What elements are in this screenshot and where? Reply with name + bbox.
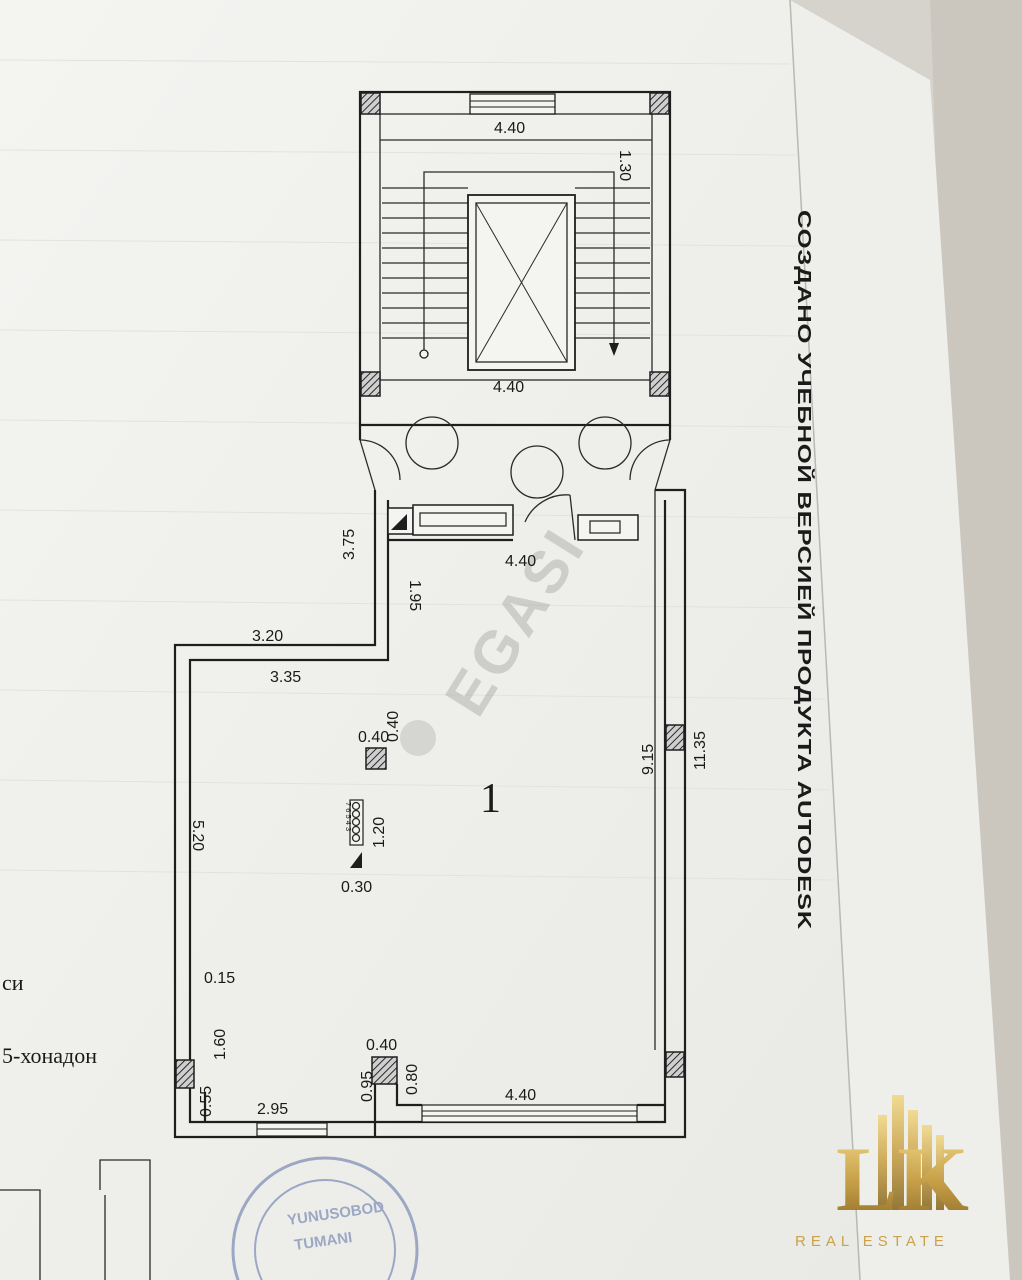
walkline-arrow <box>609 343 619 356</box>
dim-bottom-mid-b: 0.80 <box>404 1064 421 1095</box>
dim-bottom-column: 0.40 <box>366 1037 397 1054</box>
column-tl <box>360 92 381 115</box>
dim-entry-width: 4.40 <box>505 553 536 570</box>
column-bl <box>360 371 381 397</box>
left-fragment-1: си <box>2 970 24 995</box>
dim-bottom-left: 0.55 <box>198 1086 215 1117</box>
walkline-start-dot <box>419 349 429 359</box>
dim-bottom-right: 4.40 <box>505 1087 536 1104</box>
stair-walkline <box>423 171 615 352</box>
lobby-circle-left <box>405 416 459 470</box>
back-sheet-edge <box>790 0 1010 1280</box>
column-left-bottom <box>175 1059 195 1089</box>
watermark-mark <box>400 720 436 756</box>
column-center <box>365 747 387 770</box>
stair-treads-left <box>382 187 468 339</box>
apartment-door-swing <box>524 494 571 523</box>
duct-right <box>577 514 639 541</box>
dim-inner-height: 9.15 <box>640 744 657 775</box>
vent-numbers: 7 6 5 4 3 <box>344 802 353 831</box>
dim-stair-width: 4.40 <box>493 379 524 396</box>
dim-left-height: 5.20 <box>189 820 206 851</box>
dim-bottom-window: 2.95 <box>257 1101 288 1118</box>
dim-column-a: 0.40 <box>358 729 389 746</box>
dim-corridor: 3.75 <box>341 529 358 560</box>
dim-vent-height: 1.20 <box>371 817 388 848</box>
room-number: 1 <box>480 776 501 822</box>
stairwell <box>358 90 672 427</box>
column-right-bottom <box>665 1051 685 1078</box>
paper-sheet <box>0 0 860 1280</box>
apartment-walls <box>173 488 687 1139</box>
dim-column-b: 0.40 <box>385 711 402 742</box>
lobby-circle-right <box>578 416 632 470</box>
door-swing-left <box>359 439 401 481</box>
logo-letters: LK <box>836 1128 969 1230</box>
door-swing-right <box>629 439 671 481</box>
logo-subtitle: REAL ESTATE <box>795 1233 949 1250</box>
dim-top-depth: 1.30 <box>616 150 633 181</box>
column-br <box>649 371 670 397</box>
paper-edge <box>789 0 861 1280</box>
left-fragment-2: 5-хонадон <box>2 1043 97 1068</box>
dim-vent-width: 0.30 <box>341 879 372 896</box>
window-bottom-right <box>421 1104 638 1123</box>
elevator-cross-2 <box>475 202 568 363</box>
lk-logo: LK REAL ESTATE <box>795 1095 969 1250</box>
paper-ruling <box>0 59 836 881</box>
dim-left-low: 1.60 <box>212 1029 229 1060</box>
dim-outer-height: 11.35 <box>692 731 709 770</box>
lobby-circle-center <box>510 445 564 499</box>
dim-wall-thickness: 0.15 <box>204 970 235 987</box>
duct-long <box>412 504 514 536</box>
dim-bottom-mid-a: 0.95 <box>359 1071 376 1102</box>
column-tr <box>649 92 670 115</box>
column-right-mid <box>665 724 685 751</box>
vent-marker <box>350 852 362 868</box>
autodesk-side-note: СОЗДАНО УЧЕБНОЙ ВЕРСИЕЙ ПРОДУКТА AUTODES… <box>794 210 815 930</box>
lobby <box>358 416 672 541</box>
column-bottom-mid <box>371 1056 398 1085</box>
dim-left-top-inner: 3.35 <box>270 669 301 686</box>
dim-left-top-outer: 3.20 <box>252 628 283 645</box>
dim-notch: 1.95 <box>406 580 423 611</box>
top-window <box>469 93 556 115</box>
page-edge-lines <box>0 1159 151 1280</box>
stair-treads-right <box>575 187 650 339</box>
dim-top-width: 4.40 <box>494 120 525 137</box>
